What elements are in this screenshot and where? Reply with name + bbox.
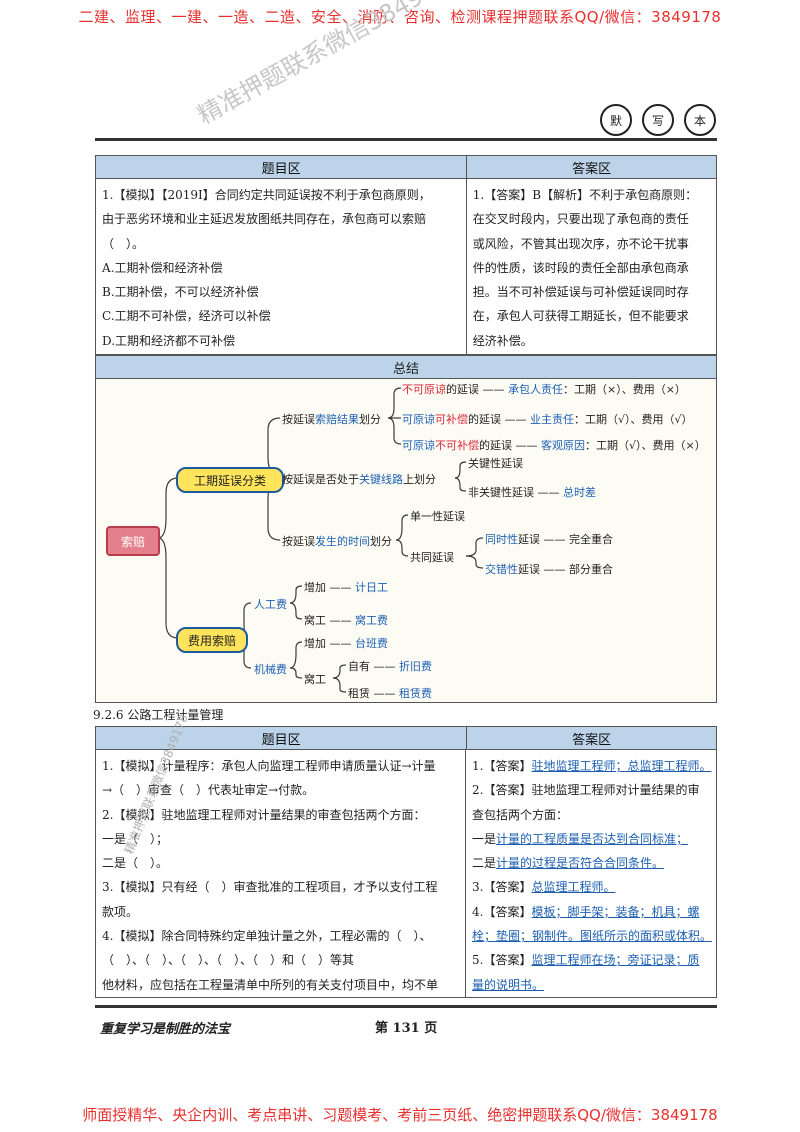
header-rule [95, 138, 717, 141]
answer-line: 或风险，不管其出现次序，亦不论干扰事 [472, 236, 689, 251]
delay-noncritical: 非关键性延误 —— 总时差 [468, 486, 596, 499]
option-d: D.工期和经济都不可补偿 [102, 333, 236, 348]
answer-line: 二是计量的过程是否符合合同条件。 [472, 856, 665, 871]
rule-by-critical-path: 按延误是否处于关键线路上划分 [282, 473, 436, 486]
question-line: 款项。 [102, 904, 139, 919]
answer-line: 1.【答案】驻地监理工程师；总监理工程师。 [472, 759, 712, 773]
delay-inexcusable: 不可原谅的延误 —— 承包人责任：工期（×）、费用（×） [402, 383, 686, 396]
delay-interleaved: 交错性延误 —— 部分重合 [485, 563, 613, 576]
answer-line: 担。当不可补偿延误与可补偿延误同时存 [472, 285, 689, 300]
machinery-increase: 增加 —— 台班费 [304, 637, 388, 650]
qa-table-1-header: 题目区 答案区 [96, 156, 716, 179]
machinery-rented: 租赁 —— 租赁费 [348, 687, 432, 700]
answer-line: 5.【答案】监理工程师在场；旁证记录；质 [472, 953, 700, 968]
answer-line: 在交叉时段内，只要出现了承包商的责任 [472, 212, 689, 227]
question-line: 二是（ ）。 [102, 856, 169, 871]
question-column: 1.【模拟】计量程序：承包人向监理工程师申请质量认证→计量 →（ ）审查（ ）代… [96, 750, 466, 998]
question-line: 一是（ ）； [102, 831, 169, 846]
node-schedule-delay: 工期延误分类 [176, 467, 284, 493]
question-line: 由于恶劣环境和业主延迟发放图纸共同存在，承包商可以索赔 [102, 212, 427, 227]
answer-area-header: 答案区 [572, 732, 612, 748]
footer-motto: 重复学习是制胜的法宝 [100, 1022, 231, 1037]
answer-line: 2.【答案】驻地监理工程师对计量结果的审 [472, 783, 700, 798]
answer-line: 栓；垫圈；钢制件。图纸所示的面积或体积。 [472, 929, 713, 944]
root-node-claims: 索赔 [106, 526, 160, 556]
option-a: A.工期补偿和经济补偿 [102, 260, 223, 275]
question-line: 4.【模拟】除合同特殊约定单独计量之外，工程必需的（ ）、 [102, 929, 432, 944]
answer-line: 查包括两个方面： [472, 807, 569, 822]
page-number: 第 131 页 [375, 1021, 438, 1036]
rule-by-claim-result: 按延误索赔结果划分 [282, 413, 381, 426]
question-area-header: 题目区 [96, 727, 468, 749]
summary-header: 总结 [96, 356, 716, 379]
question-line: →（ ）审查（ ）代表址审定→付款。 [102, 783, 315, 798]
answer-column: 1.【答案】B【解析】不利于承包商原则： 在交叉时段内，只要出现了承包商的责任 … [467, 179, 716, 355]
answer-line: 1.【答案】B【解析】不利于承包商原则： [472, 188, 698, 202]
question-line: 3.【模拟】只有经（ ）审查批准的工程项目，才予以支付工程 [102, 880, 438, 895]
top-ad-banner: 二建、监理、一建、一造、二造、安全、消防、咨询、检测课程押题联系QQ/微信：38… [78, 8, 722, 26]
node-cost-claim: 费用索赔 [176, 627, 248, 653]
machinery-idle: 窝工 [304, 673, 326, 686]
stamp-ben: 本 [684, 104, 716, 136]
delay-concurrent: 同时性延误 —— 完全重合 [485, 533, 613, 546]
answer-line: 经济补偿。 [472, 333, 533, 348]
section-title: 9.2.6 公路工程计量管理 [93, 708, 224, 722]
question-line: （ ）。 [102, 236, 145, 251]
answer-area-header: 答案区 [572, 161, 612, 177]
delay-joint: 共同延误 [410, 551, 454, 564]
question-line: 他材料，应包括在工程量清单中所列的有关支付项目中，均不单 [102, 977, 439, 992]
question-area-header: 题目区 [96, 156, 468, 178]
stamp-xie: 写 [642, 104, 674, 136]
bottom-ad-banner: 师面授精华、央企内训、考点串讲、习题模考、考前三页纸、绝密押题联系QQ/微信：3… [82, 1106, 718, 1124]
notebook-stamps: 默 写 本 [600, 104, 716, 136]
delay-single: 单一性延误 [410, 510, 465, 523]
answer-line: 3.【答案】总监理工程师。 [472, 880, 616, 895]
machinery-owned: 自有 —— 折旧费 [348, 660, 432, 673]
summary-mindmap: 总结 [95, 355, 717, 703]
answer-line: 在，承包人可获得工期延长，但不能要求 [472, 309, 689, 324]
delay-excusable-compensable: 可原谅可补偿的延误 —— 业主责任：工期（√）、费用（√） [402, 413, 693, 426]
footer-rule [95, 1005, 717, 1008]
answer-column: 1.【答案】驻地监理工程师；总监理工程师。 2.【答案】驻地监理工程师对计量结果… [466, 750, 716, 998]
answer-line: 4.【答案】模板；脚手架；装备；机具；螺 [472, 904, 700, 919]
qa-table-2: 题目区 答案区 1.【模拟】计量程序：承包人向监理工程师申请质量认证→计量 →（… [95, 726, 717, 998]
question-line: 1.【模拟】计量程序：承包人向监理工程师申请质量认证→计量 [102, 759, 436, 773]
labor-idle: 窝工 —— 窝工费 [304, 614, 388, 627]
question-line: 1.【模拟】【2019Ⅰ】合同约定共同延误按不利于承包商原则， [102, 188, 431, 202]
question-line: （ ）、（ ）、（ ）、（ ）、（ ）和（ ）等其 [102, 953, 355, 968]
question-column: 1.【模拟】【2019Ⅰ】合同约定共同延误按不利于承包商原则， 由于恶劣环境和业… [96, 179, 467, 355]
answer-line: 一是计量的工程质量是否达到合同标准； [472, 831, 689, 846]
labor-increase: 增加 —— 计日工 [304, 581, 388, 594]
qa-table-2-header: 题目区 答案区 [96, 727, 716, 750]
option-b: B.工期补偿，不可以经济补偿 [102, 285, 259, 300]
qa-table-1: 题目区 答案区 1.【模拟】【2019Ⅰ】合同约定共同延误按不利于承包商原则， … [95, 155, 717, 355]
delay-critical: 关键性延误 [468, 457, 523, 470]
mindmap-connectors [157, 387, 484, 693]
delay-excusable-noncompensable: 可原谅不可补偿的延误 —— 客观原因：工期（√）、费用（×） [402, 439, 706, 452]
answer-line: 量的说明书。 [472, 977, 545, 992]
machinery-cost: 机械费 [254, 663, 287, 676]
rule-by-occurrence-time: 按延误发生的时间划分 [282, 535, 392, 548]
option-c: C.工期不可补偿，经济可以补偿 [102, 309, 271, 324]
answer-line: 件的性质，该时段的责任全部由承包商承 [472, 260, 689, 275]
labor-cost: 人工费 [254, 598, 287, 611]
question-line: 2.【模拟】驻地监理工程师对计量结果的审查包括两个方面： [102, 807, 426, 822]
stamp-mo: 默 [600, 104, 632, 136]
